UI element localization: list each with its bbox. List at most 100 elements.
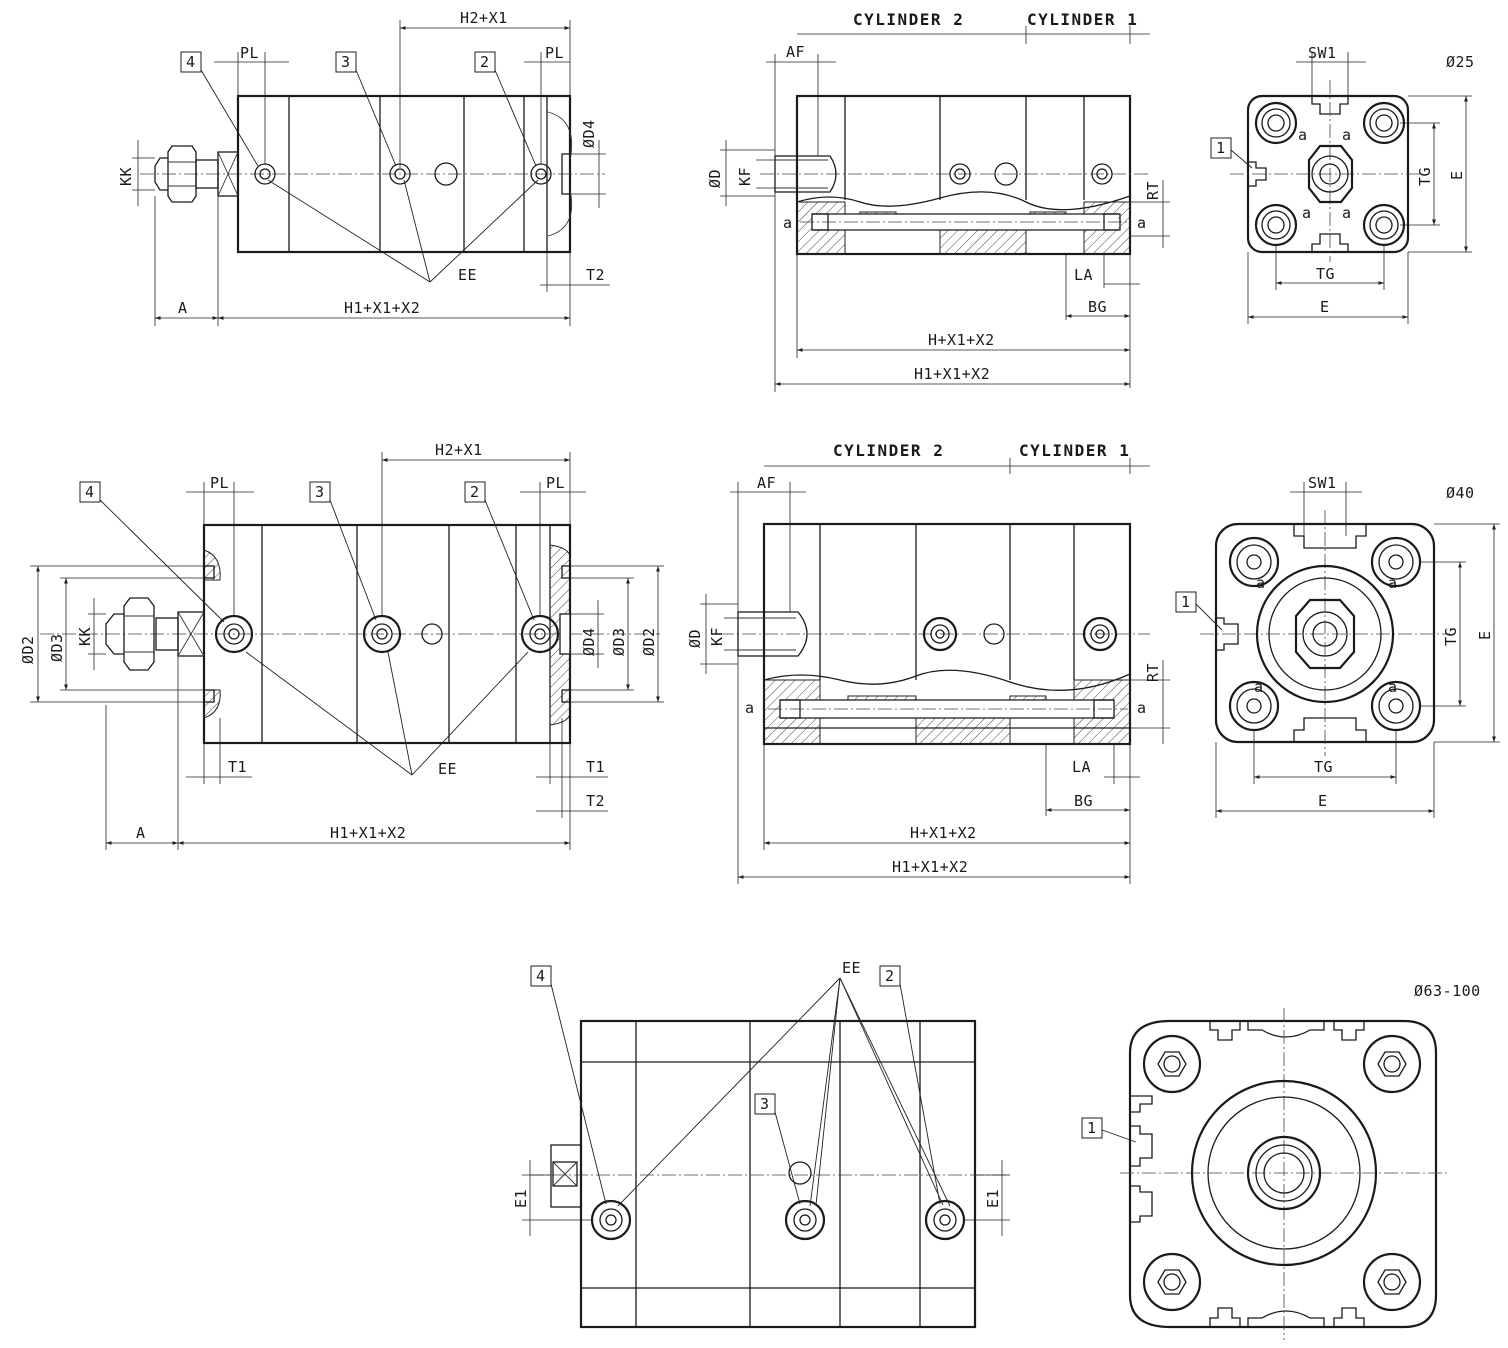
dim-hx1x2-top: H+X1+X2 xyxy=(928,331,995,349)
dim-af-mid: AF xyxy=(757,474,776,492)
view-d40-end: a a a a xyxy=(1200,510,1450,756)
title-cylinder1-top: CYLINDER 1 xyxy=(1027,10,1138,29)
callout-4-top: 4 xyxy=(186,53,196,71)
dim-h2x1-top: H2+X1 xyxy=(460,9,508,27)
dims-d40-end: Ø40 SW1 1 TG E TG E xyxy=(1175,474,1500,818)
dim-pl-right-mid: PL xyxy=(546,474,565,492)
dim-tg-v-mid: TG xyxy=(1442,627,1460,646)
callout-1-bottom: 1 xyxy=(1087,1119,1097,1137)
dim-h2x1-mid: H2+X1 xyxy=(435,441,483,459)
callout-2-top: 2 xyxy=(480,53,490,71)
lbl-a-e4: a xyxy=(1342,204,1352,222)
dim-la-top: LA xyxy=(1074,266,1093,284)
view-d25-section xyxy=(760,94,1150,256)
dim-d3-right: ØD3 xyxy=(610,627,628,656)
dims-d63-end: Ø63-100 1 xyxy=(1081,982,1481,1143)
dim-a-top: A xyxy=(178,299,188,317)
dim-d3-left: ØD3 xyxy=(48,633,66,662)
dims-d25-side: H2+X1 PL PL 4 3 2 EE KK ØD4 xyxy=(117,9,610,326)
dim-kk-top: KK xyxy=(117,167,135,186)
dim-tg-h-top: TG xyxy=(1316,265,1335,283)
dims-d63-side: 4 2 3 EE E1 E1 xyxy=(512,959,1010,1236)
dim-sw1-top: SW1 xyxy=(1308,44,1337,62)
callout-1-mid: 1 xyxy=(1181,593,1191,611)
dim-d-top: ØD xyxy=(706,169,724,188)
dim-sw1-mid: SW1 xyxy=(1308,474,1337,492)
lbl-a-e3: a xyxy=(1302,204,1312,222)
dim-bg-top: BG xyxy=(1088,298,1107,316)
dim-d2-right: ØD2 xyxy=(640,627,658,656)
dim-kf-mid: KF xyxy=(708,627,726,646)
dim-bg-mid: BG xyxy=(1074,792,1093,810)
dim-e-h-top: E xyxy=(1320,298,1330,316)
title-cylinder2-top: CYLINDER 2 xyxy=(853,10,964,29)
dim-t1-left: T1 xyxy=(228,758,247,776)
dim-h1x1x2-top-left: H1+X1+X2 xyxy=(344,299,420,317)
callout-1-top: 1 xyxy=(1216,139,1226,157)
view-d40-section xyxy=(720,522,1150,746)
dim-a-right-top: a xyxy=(1137,214,1147,232)
dim-h1x1x2-mid-left: H1+X1+X2 xyxy=(330,824,406,842)
dim-d-mid: ØD xyxy=(686,629,704,648)
callout-3-top: 3 xyxy=(341,53,351,71)
dim-tg-v-top: TG xyxy=(1416,167,1434,186)
dim-d2-left: ØD2 xyxy=(19,635,37,664)
dim-ee-top: EE xyxy=(458,266,477,284)
dim-d4-mid: ØD4 xyxy=(580,627,598,656)
dim-a-right-mid: a xyxy=(1137,699,1147,717)
dim-t2-top: T2 xyxy=(586,266,605,284)
dim-af-top: AF xyxy=(786,43,805,61)
view-d40-side xyxy=(40,523,660,745)
size-d63-100: Ø63-100 xyxy=(1414,982,1481,1000)
dim-hx1x2-mid: H+X1+X2 xyxy=(910,824,977,842)
dim-pl-right: PL xyxy=(545,44,564,62)
size-d25: Ø25 xyxy=(1446,53,1475,71)
dim-a-left-top: a xyxy=(783,214,793,232)
view-d25-side xyxy=(140,94,605,254)
dims-d25-section: CYLINDER 2 CYLINDER 1 AF ØD KF RT a a LA… xyxy=(706,10,1170,392)
callout-4-bottom: 4 xyxy=(536,967,546,985)
dim-la-mid: LA xyxy=(1072,758,1091,776)
dim-a-left-mid: a xyxy=(745,699,755,717)
dim-kk-mid: KK xyxy=(76,627,94,646)
callout-3-bottom: 3 xyxy=(760,1095,770,1113)
dim-t1-right: T1 xyxy=(586,758,605,776)
callout-2-mid: 2 xyxy=(470,483,480,501)
dim-e1-right: E1 xyxy=(984,1189,1002,1208)
title-cylinder2-mid: CYLINDER 2 xyxy=(833,441,944,460)
dim-pl-left-mid: PL xyxy=(210,474,229,492)
callout-3-mid: 3 xyxy=(315,483,325,501)
lbl-a-e2: a xyxy=(1342,126,1352,144)
dims-d40-side: H2+X1 PL PL 4 3 2 EE ØD2 ØD3 xyxy=(19,441,664,850)
callout-4-mid: 4 xyxy=(85,483,95,501)
dim-e1-left: E1 xyxy=(512,1189,530,1208)
dim-h1x1x2-top-right: H1+X1+X2 xyxy=(914,365,990,383)
size-d40: Ø40 xyxy=(1446,484,1475,502)
lbl-a-m4: a xyxy=(1388,678,1398,696)
dim-tg-h-mid: TG xyxy=(1314,758,1333,776)
callout-2-bottom: 2 xyxy=(885,967,895,985)
dim-a-mid: A xyxy=(136,824,146,842)
view-d63-end xyxy=(1120,1008,1450,1340)
lbl-a-m1: a xyxy=(1256,574,1266,592)
dims-d25-end: Ø25 SW1 1 TG E TG E xyxy=(1210,44,1475,324)
lbl-a-m2: a xyxy=(1388,574,1398,592)
dim-ee-bottom: EE xyxy=(842,959,861,977)
title-cylinder1-mid: CYLINDER 1 xyxy=(1019,441,1130,460)
dim-d4-top: ØD4 xyxy=(580,119,598,148)
lbl-a-m3: a xyxy=(1254,678,1264,696)
lbl-a-e1: a xyxy=(1298,126,1308,144)
dim-rt-mid: RT xyxy=(1144,663,1162,682)
dim-e-h-mid: E xyxy=(1318,792,1328,810)
dim-pl-left: PL xyxy=(240,44,259,62)
view-d63-side xyxy=(530,1019,1010,1329)
view-d25-end: a a a a xyxy=(1230,80,1420,262)
dim-kf-top: KF xyxy=(736,167,754,186)
dims-d40-section: CYLINDER 2 CYLINDER 1 AF ØD KF RT a a LA… xyxy=(686,441,1170,884)
dim-e-v-mid: E xyxy=(1476,630,1494,640)
tie-rod-nut-bottom xyxy=(1142,1034,1422,1312)
dim-h1x1x2-mid-right: H1+X1+X2 xyxy=(892,858,968,876)
dim-ee-mid: EE xyxy=(438,760,457,778)
dim-rt-top: RT xyxy=(1144,181,1162,200)
